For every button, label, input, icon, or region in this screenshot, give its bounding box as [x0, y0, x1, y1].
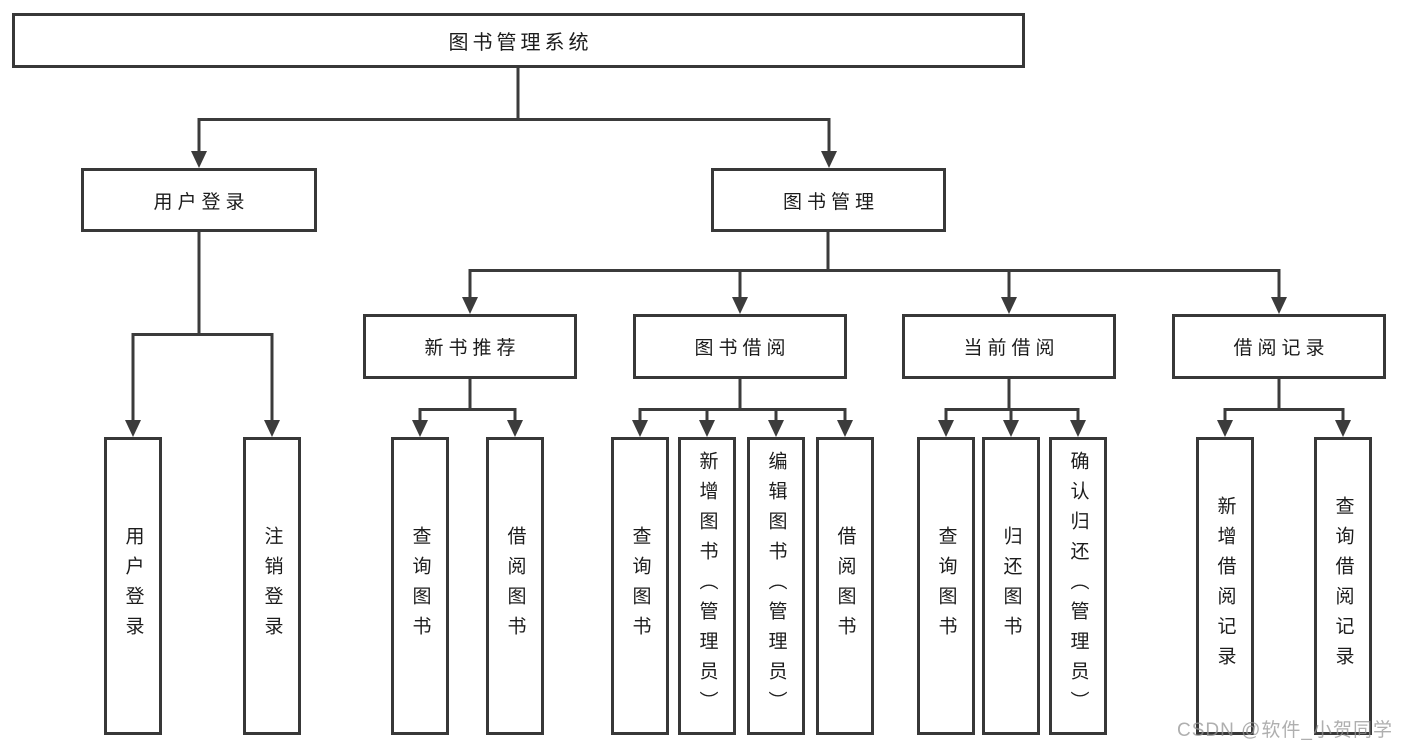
node-user-login: 用户登录 [81, 168, 317, 232]
node-leaf-bb-query-books: 查询图书 [611, 437, 669, 735]
node-label: 图书管理系统 [448, 32, 593, 54]
node-borrow-records: 借阅记录 [1172, 314, 1386, 379]
node-label: 编辑图书（管理员） [765, 451, 787, 721]
node-label: 借阅图书 [504, 526, 526, 646]
node-label: 归还图书 [1000, 526, 1022, 646]
node-label: 新增借阅记录 [1214, 496, 1236, 676]
node-book-borrowing: 图书借阅 [633, 314, 847, 379]
node-leaf-cb-confirm-return-admin: 确认归还（管理员） [1049, 437, 1107, 735]
node-new-book-recommend: 新书推荐 [363, 314, 577, 379]
node-label: 图书管理 [782, 191, 879, 213]
node-label: 用户登录 [122, 526, 144, 646]
node-current-borrowing: 当前借阅 [902, 314, 1116, 379]
node-label: 新书推荐 [424, 338, 521, 359]
node-book-management: 图书管理 [711, 168, 946, 232]
node-leaf-bb-borrow-books: 借阅图书 [816, 437, 874, 735]
node-leaf-bb-add-books-admin: 新增图书（管理员） [678, 437, 736, 735]
node-label: 借阅图书 [834, 526, 856, 646]
node-leaf-rec-query-books: 查询图书 [391, 437, 449, 735]
node-leaf-user-login: 用户登录 [104, 437, 162, 735]
csdn-watermark: CSDN @软件_小贺同学 [1177, 720, 1393, 741]
node-leaf-logout: 注销登录 [243, 437, 301, 735]
node-leaf-br-add-record: 新增借阅记录 [1196, 437, 1254, 735]
node-label: 查询图书 [935, 526, 957, 646]
node-label: 当前借阅 [963, 338, 1060, 359]
node-leaf-bb-edit-books-admin: 编辑图书（管理员） [747, 437, 805, 735]
node-library-management-system: 图书管理系统 [12, 13, 1025, 68]
node-leaf-cb-query-books: 查询图书 [917, 437, 975, 735]
node-label: 图书借阅 [694, 338, 791, 359]
node-label: 借阅记录 [1233, 338, 1330, 359]
node-leaf-rec-borrow-books: 借阅图书 [486, 437, 544, 735]
node-leaf-cb-return-books: 归还图书 [982, 437, 1040, 735]
node-label: 查询图书 [629, 526, 651, 646]
node-label: 新增图书（管理员） [696, 451, 718, 721]
node-label: 查询图书 [409, 526, 431, 646]
node-label: 确认归还（管理员） [1067, 451, 1089, 721]
node-leaf-br-query-record: 查询借阅记录 [1314, 437, 1372, 735]
node-label: 查询借阅记录 [1332, 496, 1354, 676]
node-label: 注销登录 [261, 526, 283, 646]
node-label: 用户登录 [153, 191, 250, 213]
